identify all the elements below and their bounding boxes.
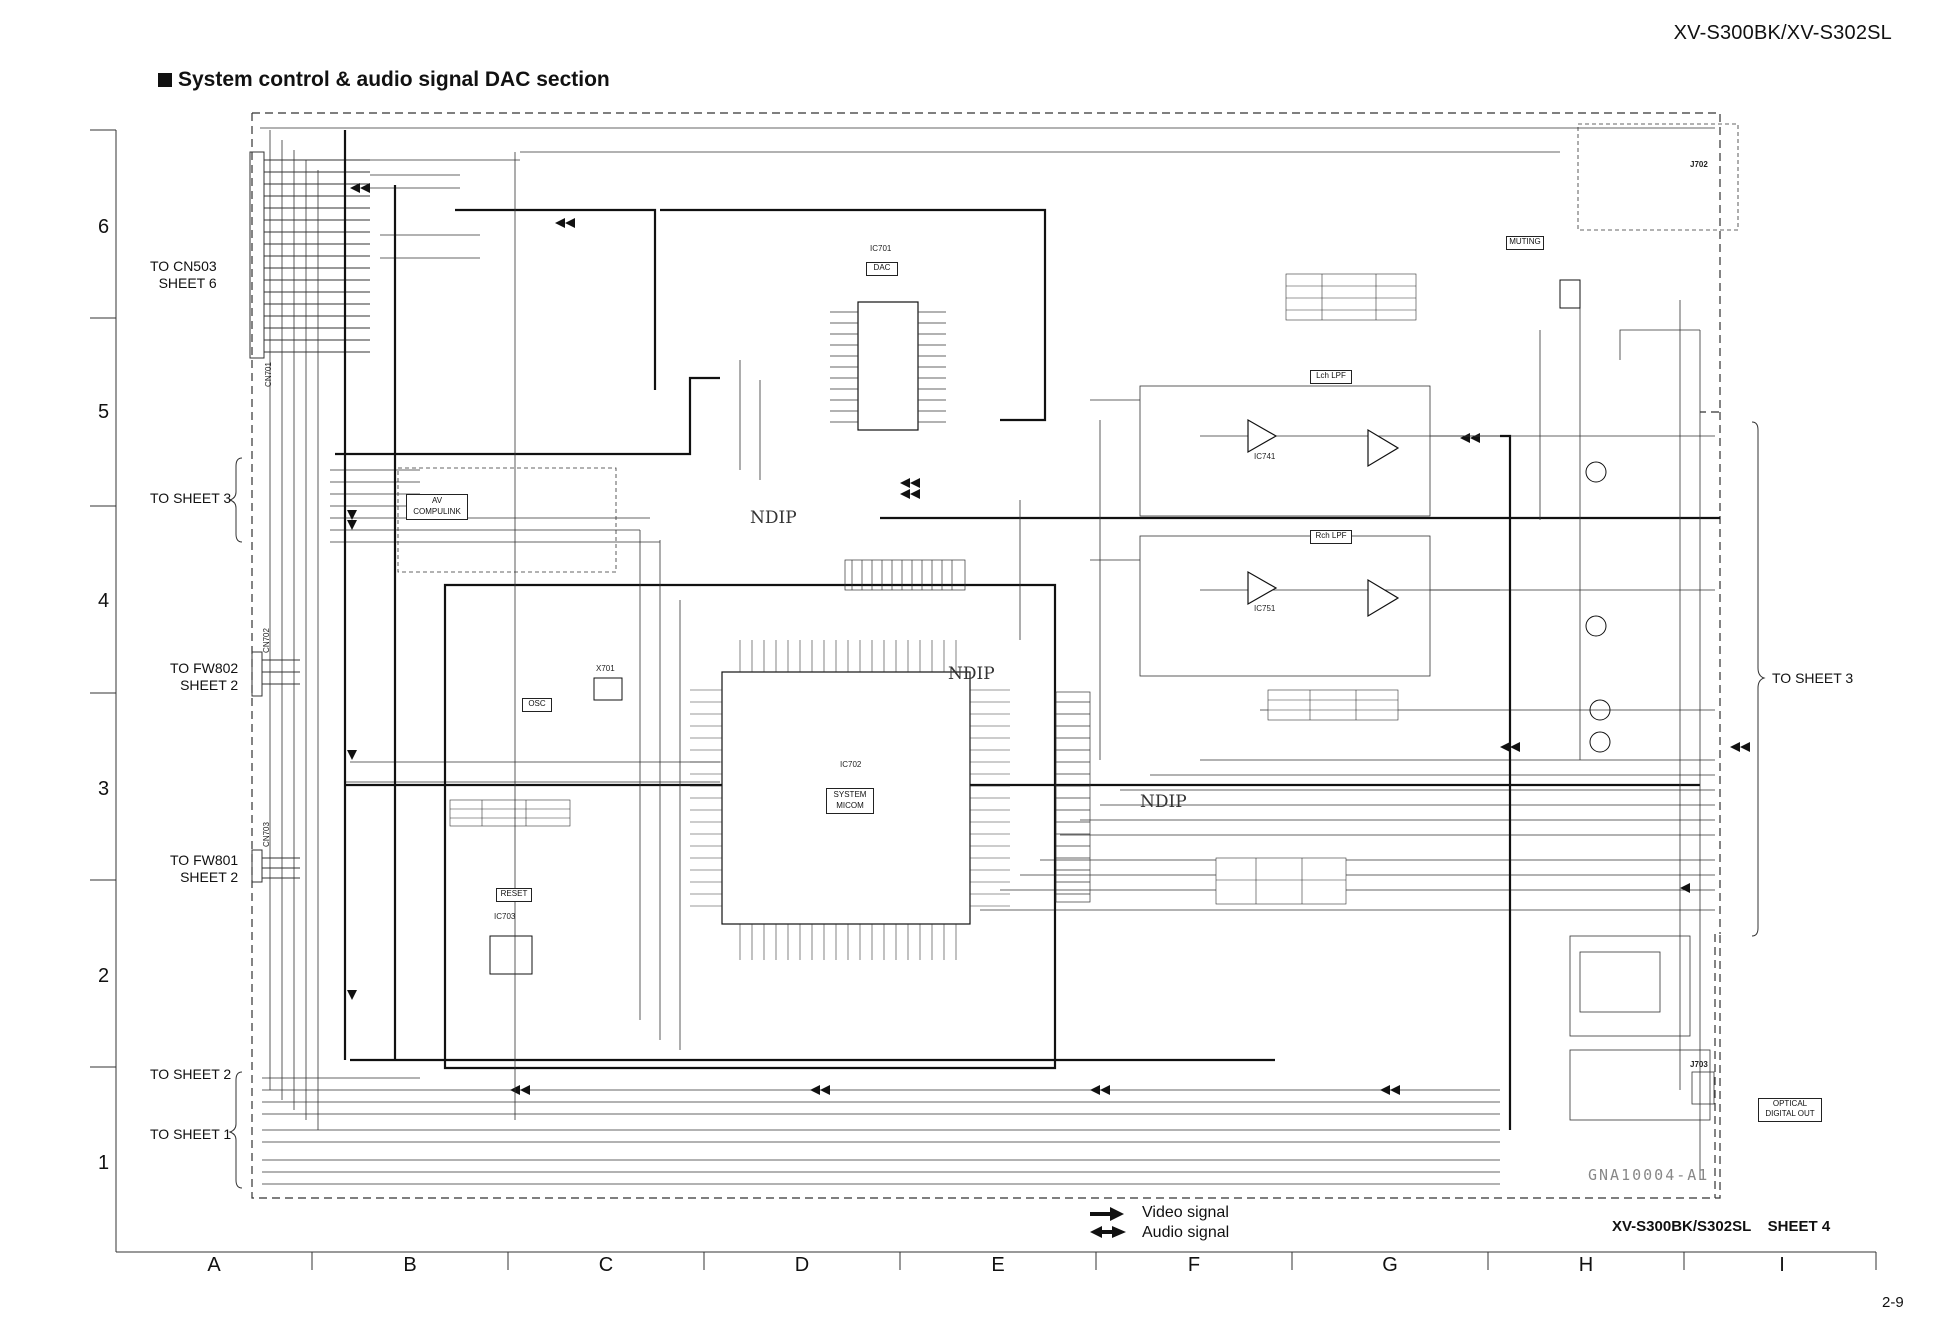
wire-bundle <box>260 127 1715 1185</box>
label-cn703: CN703 <box>261 822 271 847</box>
block-system-micom: SYSTEM MICOM <box>826 788 874 814</box>
block-reset: RESET <box>496 888 532 902</box>
label-to-cn503: TO CN503 SHEET 6 <box>150 258 217 291</box>
row-ticks <box>90 129 116 1068</box>
heavy-lines <box>335 130 1720 1130</box>
av-compulink-dashed <box>397 467 617 573</box>
label-to-fw801: TO FW801 SHEET 2 <box>170 852 239 885</box>
column-label-d: D <box>794 1254 810 1276</box>
dac-pins <box>830 311 946 423</box>
opamp-lch-1 <box>1247 418 1278 454</box>
block-optical-out: OPTICAL DIGITAL OUT <box>1758 1098 1822 1122</box>
column-label-g: G <box>1382 1254 1398 1276</box>
brace-left <box>228 457 243 1189</box>
block-muting: MUTING <box>1506 236 1544 250</box>
ndip-mark-1: NDIP <box>750 508 797 528</box>
legend-arrows <box>1090 1207 1126 1238</box>
label-to-fw802: TO FW802 SHEET 2 <box>170 660 239 693</box>
section-title-text: System control & audio signal DAC sectio… <box>178 68 610 91</box>
connector-cn702 <box>251 651 300 697</box>
label-x701: X701 <box>596 664 615 673</box>
grid-frame <box>115 130 1877 1270</box>
block-av-compulink: AV COMPULINK <box>406 494 468 520</box>
column-ticks <box>311 1252 1685 1270</box>
lpf-wiring <box>1090 300 1700 760</box>
resistor-array-right <box>1055 691 1091 903</box>
row-label-3: 3 <box>98 778 110 800</box>
block-dac: DAC <box>866 262 898 276</box>
column-label-h: H <box>1578 1254 1594 1276</box>
small-tables <box>449 273 1417 905</box>
label-ic703: IC703 <box>494 912 516 921</box>
label-to-sheet2: TO SHEET 2 <box>150 1066 232 1082</box>
row-label-4: 4 <box>98 590 110 612</box>
label-to-sheet3-right: TO SHEET 3 <box>1772 670 1854 686</box>
resistor-array-top <box>844 559 966 591</box>
page-number: 2-9 <box>1882 1294 1904 1311</box>
model-header: XV-S300BK/XV-S302SL <box>1673 22 1892 44</box>
audio-signal-arrow-icon <box>1090 1226 1126 1238</box>
ndip-mark-3: NDIP <box>1140 792 1187 812</box>
column-label-c: C <box>598 1254 614 1276</box>
legend-audio-label: Audio signal <box>1142 1224 1230 1241</box>
label-ic702: IC702 <box>840 760 862 769</box>
opamp-lch-2 <box>1367 428 1400 468</box>
label-cn702: CN702 <box>261 628 271 653</box>
sheet-label: XV-S300BK/S302SL SHEET 4 <box>1612 1218 1831 1235</box>
column-label-i: I <box>1779 1254 1785 1276</box>
dac-ic <box>857 301 919 431</box>
column-label-f: F <box>1187 1254 1201 1276</box>
video-signal-arrow-icon <box>1090 1207 1124 1221</box>
row-label-5: 5 <box>98 401 110 423</box>
micom-pins <box>690 640 1010 960</box>
drawing-code: GNA10004-A1 <box>1588 1166 1710 1184</box>
column-label-b: B <box>403 1254 417 1276</box>
label-cn701: CN701 <box>263 362 273 387</box>
block-lch-lpf: Lch LPF <box>1310 370 1352 384</box>
row-label-1: 1 <box>98 1152 110 1174</box>
reset-ic <box>489 935 533 975</box>
connector-cn701 <box>249 151 370 359</box>
label-ic741: IC741 <box>1254 452 1276 461</box>
block-rch-lpf: Rch LPF <box>1310 530 1352 544</box>
label-to-sheet3-left: TO SHEET 3 <box>150 490 232 506</box>
column-label-a: A <box>207 1254 221 1276</box>
j702-box <box>1577 123 1739 231</box>
opamp-rch-2 <box>1367 578 1400 618</box>
column-label-e: E <box>991 1254 1005 1276</box>
osc-crystal <box>593 677 623 701</box>
section-title: System control & audio signal DAC sectio… <box>158 68 610 92</box>
optical-area <box>1569 935 1715 1121</box>
block-osc: OSC <box>522 698 552 712</box>
row-label-6: 6 <box>98 216 110 238</box>
legend-video-label: Video signal <box>1142 1204 1229 1221</box>
row-label-2: 2 <box>98 965 110 987</box>
board-outline <box>251 112 1721 1199</box>
transistors <box>1585 461 1611 753</box>
muting-ic <box>1559 279 1581 309</box>
label-ic751: IC751 <box>1254 604 1276 613</box>
signal-arrows <box>347 183 1750 1095</box>
label-j703: J703 <box>1690 1060 1708 1069</box>
brace-right <box>1751 421 1766 937</box>
bullet-square-icon <box>158 73 172 87</box>
connector-cn703 <box>251 849 300 883</box>
label-j702: J702 <box>1690 160 1708 169</box>
label-to-sheet1: TO SHEET 1 <box>150 1126 232 1142</box>
vertical-bus <box>269 130 1701 1180</box>
ndip-mark-2: NDIP <box>948 664 995 684</box>
label-ic701: IC701 <box>870 244 892 253</box>
opamp-rch-1 <box>1247 570 1278 606</box>
